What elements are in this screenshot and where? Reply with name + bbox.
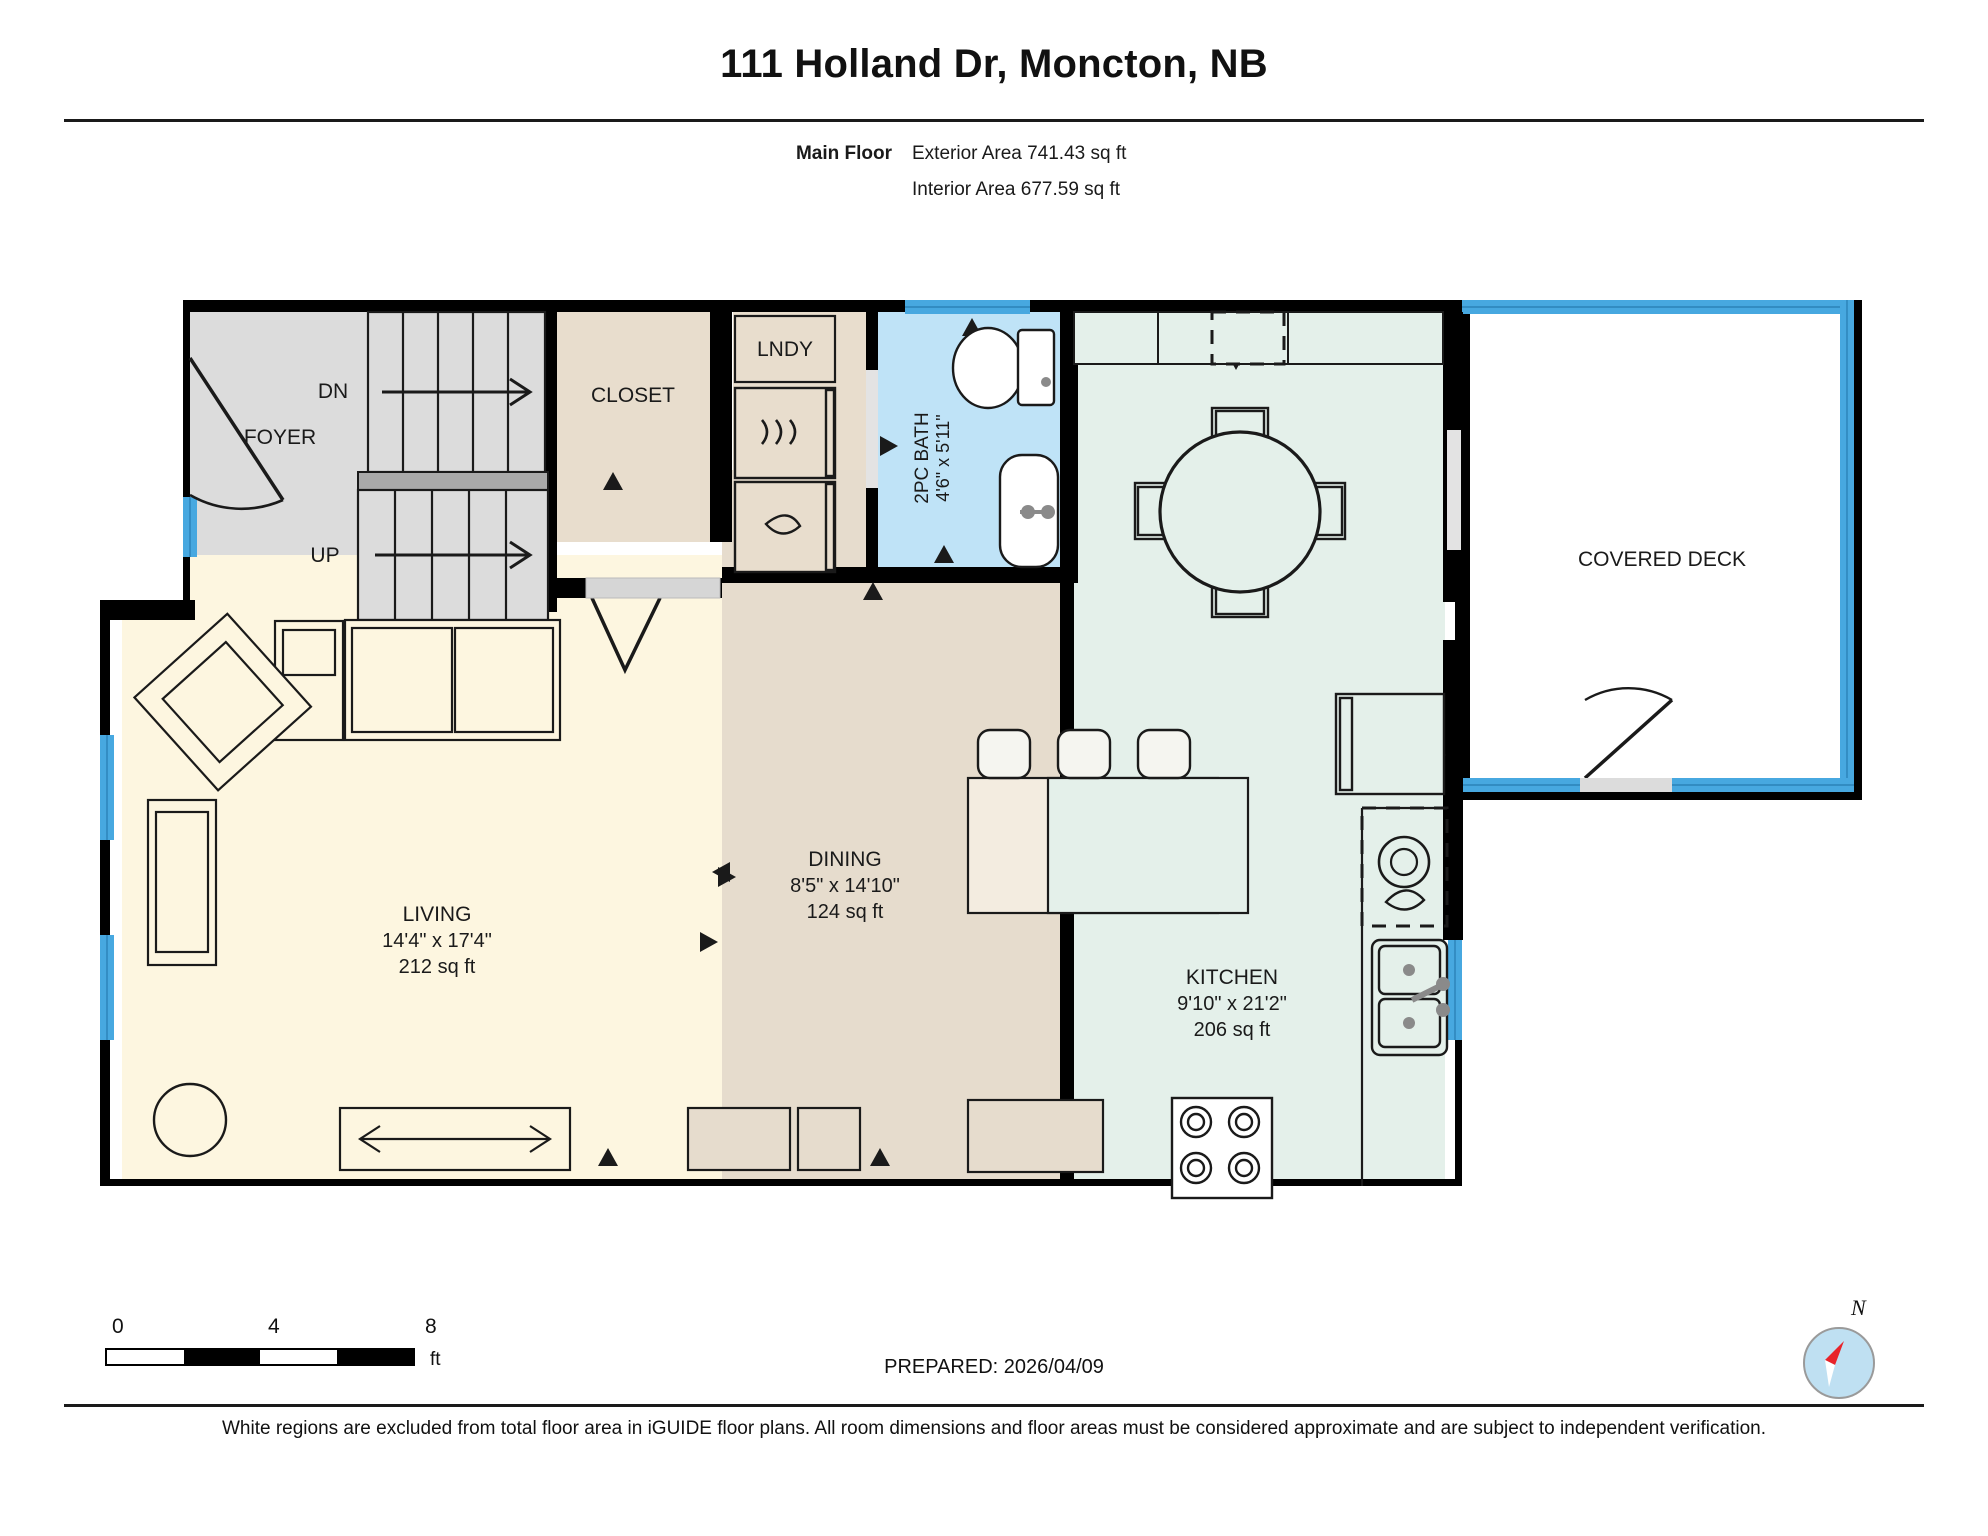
room-label-deck: COVERED DECK xyxy=(1578,548,1746,571)
kitchen-fridge xyxy=(1334,692,1446,796)
furniture-media-console xyxy=(338,1106,572,1172)
furniture-loveseat xyxy=(146,798,218,967)
stairs-dn xyxy=(366,310,547,474)
stairs-up-label: UP xyxy=(310,544,339,567)
room-label-dining: DINING xyxy=(808,848,882,871)
door-group xyxy=(188,357,1674,780)
scale-seg-2 xyxy=(183,1350,260,1364)
window-group xyxy=(100,300,1854,1040)
kitchen-range-hood xyxy=(1210,310,1286,366)
room-label-living: LIVING xyxy=(403,903,472,926)
laundry-washer xyxy=(733,480,837,574)
furniture-round-side-table xyxy=(152,1082,228,1158)
furniture-bar-stools xyxy=(976,728,1192,780)
scale-tick-8: 8 xyxy=(425,1315,437,1338)
floor-meta: Main Floor Exterior Area 741.43 sq ft In… xyxy=(0,136,1988,208)
compass-rose xyxy=(1803,1327,1875,1399)
bath-toilet xyxy=(951,326,1056,410)
exterior-wall-main-left-nub xyxy=(100,600,195,620)
furniture-sofa xyxy=(273,618,562,742)
room-dims-living: 14'4" x 17'4" xyxy=(382,930,492,952)
header-divider xyxy=(64,119,1924,122)
room-fill-closet xyxy=(556,312,721,542)
kitchen-stove xyxy=(1170,1096,1274,1200)
stairs-up xyxy=(356,488,550,622)
room-dims-dining: 8'5" x 14'10" xyxy=(790,875,900,897)
floor-label: Main Floor xyxy=(795,143,892,164)
kitchen-sink xyxy=(1370,938,1450,1057)
laundry-shelf xyxy=(733,314,837,384)
room-area-living: 212 sq ft xyxy=(399,956,476,978)
room-fill-deck xyxy=(1470,312,1855,792)
stair-landing xyxy=(357,471,549,491)
stairs-dn-label: DN xyxy=(318,380,348,403)
compass-north-label: N xyxy=(1851,1295,1866,1320)
scale-seg-3 xyxy=(260,1350,337,1364)
scale-bar xyxy=(105,1348,415,1366)
laundry-dryer xyxy=(733,386,837,480)
scale-unit-label: ft xyxy=(430,1349,441,1370)
room-label-laundry: LNDY xyxy=(757,338,813,361)
scale-seg-4 xyxy=(336,1350,413,1364)
door-threshold-group xyxy=(585,370,1672,792)
room-area-dining: 124 sq ft xyxy=(807,901,884,923)
room-label-bath: 2PC BATH xyxy=(912,412,933,504)
meta-row-exterior: Main Floor Exterior Area 741.43 sq ft xyxy=(0,136,1988,172)
room-area-kitchen: 206 sq ft xyxy=(1194,1019,1271,1041)
scale-tick-0: 0 xyxy=(112,1315,124,1338)
page-title: 111 Holland Dr, Moncton, NB xyxy=(720,42,1268,86)
room-label-foyer: FOYER xyxy=(244,426,316,449)
furniture-dining-cabinet xyxy=(686,1106,862,1172)
disclaimer-text: White regions are excluded from total fl… xyxy=(221,1418,1767,1439)
interior-area: Interior Area 677.59 sq ft xyxy=(912,179,1121,200)
kitchen-upper-cabinets xyxy=(1073,311,1444,365)
furniture-island-counter xyxy=(1046,776,1250,915)
furniture-armchair xyxy=(132,612,313,792)
scale-seg-1 xyxy=(107,1350,184,1364)
room-dims-bath: 4'6" x 5'11" xyxy=(933,414,953,501)
prepared-date: PREPARED: 2026/04/09 xyxy=(884,1356,1104,1378)
meta-row-interior: Interior Area 677.59 sq ft xyxy=(0,172,1988,208)
footer-divider xyxy=(64,1404,1924,1407)
room-label-bath-group: 2PC BATH 4'6" x 5'11" xyxy=(912,412,953,504)
exterior-area: Exterior Area 741.43 sq ft xyxy=(912,143,1127,164)
furniture-dining-table-set xyxy=(1133,406,1347,619)
kitchen-counter-left-run xyxy=(1360,806,1447,1186)
room-label-closet: CLOSET xyxy=(591,384,675,407)
scale-tick-4: 4 xyxy=(268,1315,280,1338)
room-label-kitchen: KITCHEN xyxy=(1186,966,1278,989)
furniture-dining-low-unit xyxy=(966,1098,1105,1174)
bath-sink xyxy=(998,453,1060,569)
room-dims-kitchen: 9'10" x 21'2" xyxy=(1177,993,1287,1015)
compass-needle xyxy=(1825,1341,1844,1387)
